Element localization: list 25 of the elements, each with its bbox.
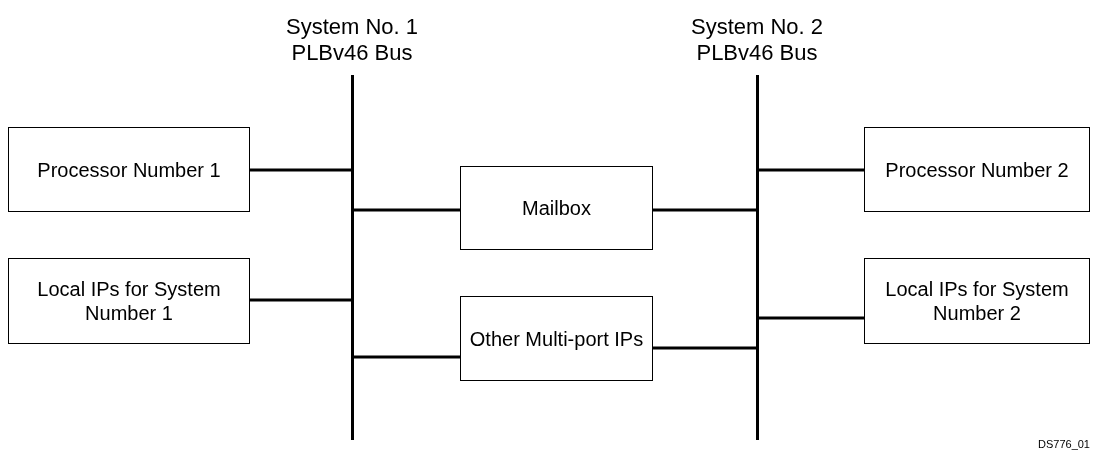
connector-line bbox=[757, 316, 864, 320]
box-label: Other Multi-port IPs bbox=[469, 326, 644, 351]
box-label: Processor Number 2 bbox=[885, 157, 1069, 182]
component-box bbox=[864, 127, 1090, 212]
component-box bbox=[460, 166, 653, 250]
connector-line bbox=[250, 168, 352, 172]
component-box bbox=[460, 296, 653, 381]
box-label: Mailbox bbox=[522, 196, 591, 220]
box-label: Local IPs for System Number 1 bbox=[36, 277, 222, 325]
figure-id: DS776_01 bbox=[1038, 438, 1090, 450]
box-label: Local IPs for System Number 2 bbox=[884, 277, 1070, 325]
box-label: Processor Number 1 bbox=[37, 157, 221, 182]
connector-line bbox=[757, 168, 864, 172]
connector-line bbox=[250, 298, 352, 302]
connector-line bbox=[653, 208, 757, 212]
bus-title: System No. 1 PLBv46 Bus bbox=[284, 14, 419, 66]
component-box bbox=[8, 127, 250, 212]
connector-line bbox=[653, 346, 757, 350]
component-box bbox=[8, 258, 250, 344]
component-box bbox=[864, 258, 1090, 344]
bus-line bbox=[755, 75, 759, 440]
connector-line bbox=[352, 208, 460, 212]
bus-title: System No. 2 PLBv46 Bus bbox=[689, 14, 824, 66]
connector-line bbox=[352, 355, 460, 359]
bus-line bbox=[350, 75, 354, 440]
